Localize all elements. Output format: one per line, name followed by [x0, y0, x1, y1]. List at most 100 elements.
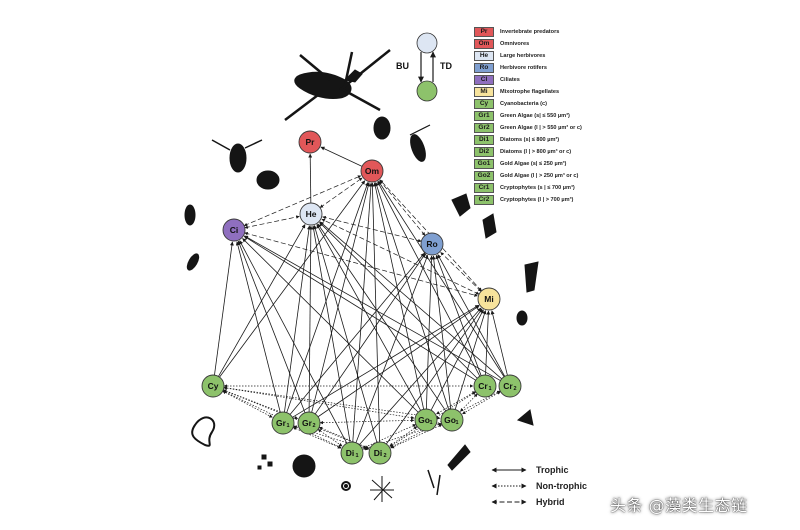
edge-type-legend: Trophic Non-trophic Hybrid [490, 462, 610, 510]
node-circle [271, 411, 295, 435]
edge-trophic-gr1-mi [292, 304, 480, 418]
legend-item-label: Diatoms (l | > 800 µm³ or c) [500, 148, 572, 155]
legend-item-go1: Go1 Gold Algae (s| ≤ 250 µm³) [474, 158, 674, 170]
node-subscript: 1 [286, 423, 289, 429]
node-ci[interactable]: Ci [222, 218, 246, 242]
node-he[interactable]: He [299, 202, 323, 226]
legend-item-label: Ciliates [500, 76, 520, 83]
edge-hybrid-mi-he [321, 218, 480, 295]
legend-key-swatch: Go1 [474, 158, 494, 169]
daphnia-silhouette [211, 139, 280, 190]
legend-item-label: Herbivore rotifers [500, 64, 547, 71]
edge-trophic-cr2-he [319, 221, 502, 380]
edge-hybrid-ci-mi [244, 232, 478, 297]
edge-nontrophic-gr2-di2 [318, 426, 370, 449]
edge-trophic-gr2-om [311, 182, 371, 413]
node-mi[interactable]: Mi [477, 287, 501, 311]
legend-key-swatch: Ro [474, 62, 494, 73]
bu-td-top-node [416, 32, 438, 54]
copepod-predator-silhouette [284, 49, 391, 121]
node-subscript: 1 [429, 420, 432, 426]
node-subscript: 1 [355, 453, 358, 459]
watermark-text: 头条 @藻类生态链 [610, 496, 748, 515]
node-label: Om [365, 166, 380, 176]
edge-trophic-gr1-ci [235, 241, 281, 413]
node-circle [360, 159, 384, 183]
legend-item-label: Gold Algae (s| ≤ 250 µm³) [500, 160, 567, 167]
edge-trophic-om-pr [320, 146, 363, 167]
node-label: Cy [208, 381, 219, 391]
edge-trophic-cr2-ci [244, 235, 501, 381]
node-circle [222, 218, 246, 242]
edge-trophic-cr1-om [377, 181, 481, 377]
edge-trophic-go1-om [373, 182, 425, 410]
node-circle [498, 374, 522, 398]
edge-trophic-cy-ci [214, 241, 234, 376]
node-ro[interactable]: Ro [420, 232, 444, 256]
legend-key-swatch: Gr2 [474, 122, 494, 133]
legend-item-label: Cryptophytes (l | > 700 µm³) [500, 196, 574, 203]
edge-nontrophic-cr2-di2 [390, 390, 501, 448]
edge-trophic-go2-ro [431, 255, 452, 410]
legend-item-cr2: Cr2 Cryptophytes (l | > 700 µm³) [474, 194, 674, 206]
legend-key-swatch: Cr2 [474, 194, 494, 205]
node-label: Cr [478, 381, 488, 391]
node-circle [473, 374, 497, 398]
node-circle [340, 441, 364, 465]
hybrid-line-icon [491, 499, 527, 505]
edge-trophic-gr2-he [308, 225, 313, 413]
node-circle [440, 408, 464, 432]
legend-item-label: Diatoms (s| ≤ 800 µm³) [500, 136, 560, 143]
edge-trophic-cy-om [219, 180, 366, 378]
legend-item-di2: Di2 Diatoms (l | > 800 µm³ or c) [474, 146, 674, 158]
node-label: Gr [276, 418, 287, 428]
edge-trophic-he-pr [308, 153, 313, 204]
edge-trophic-di1-ci [239, 240, 348, 444]
node-subscript: 2 [383, 453, 386, 459]
node-circle [298, 130, 322, 154]
top-down-label: TD [440, 61, 452, 71]
bu-td-bottom-node [416, 80, 438, 102]
node-circle [368, 441, 392, 465]
node-label: Mi [484, 294, 493, 304]
legend-key-swatch: He [474, 50, 494, 61]
node-label: Cr [503, 381, 513, 391]
nontrophic-line-icon [491, 483, 527, 489]
edge-trophic-cy-he [218, 224, 306, 377]
legend-key-swatch: Di1 [474, 134, 494, 145]
edge-trophic-gr1-he [284, 225, 311, 413]
node-label: Di [374, 448, 383, 458]
edge-trophic-cr1-he [319, 222, 478, 379]
node-label: Ro [426, 239, 437, 249]
node-pr[interactable]: Pr [298, 130, 322, 154]
node-cy[interactable]: Cy [201, 374, 225, 398]
legend-item-label: Gold Algae (l | > 250 µm³ or c) [500, 172, 579, 179]
edge-nontrophic-cy-di2 [222, 389, 370, 449]
legend-key-swatch: Di2 [474, 146, 494, 157]
legend-item-label: Mixotrophe flagellates [500, 88, 560, 95]
phytoplankton-silhouettes [191, 409, 534, 502]
legend-key-swatch: Om [474, 38, 494, 49]
node-om[interactable]: Om [360, 159, 384, 183]
edge-trophic-go1-he [316, 224, 421, 411]
node-circle [420, 232, 444, 256]
node-subscript: 2 [513, 386, 516, 392]
edge-nontrophic-cy-go1 [223, 386, 415, 420]
